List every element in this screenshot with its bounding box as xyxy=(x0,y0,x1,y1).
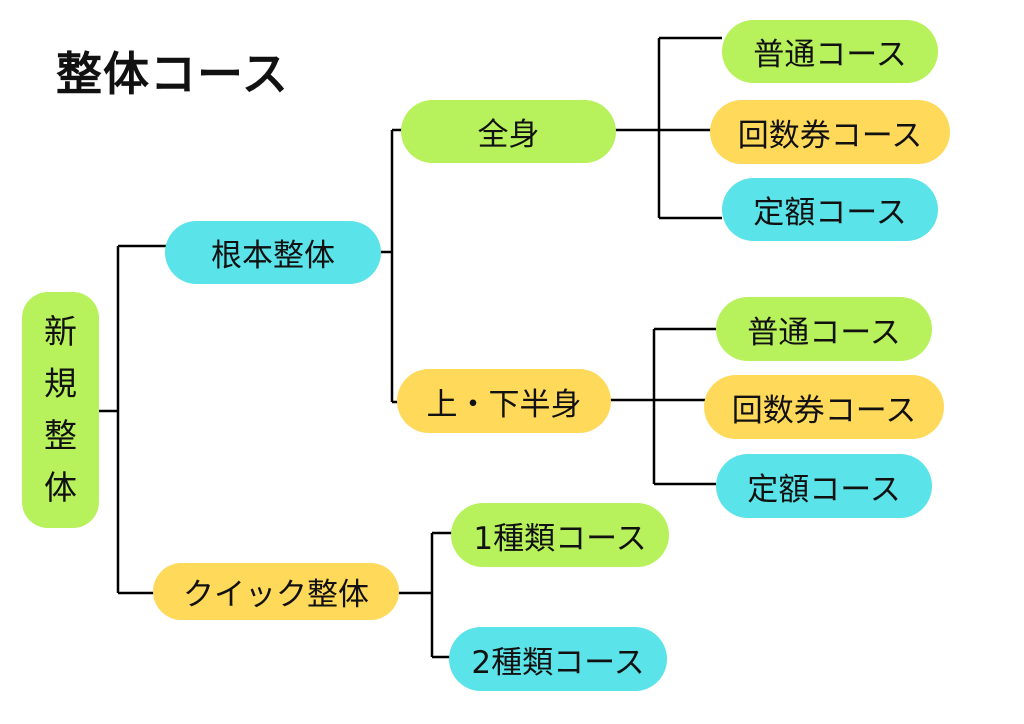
page-title: 整体コース xyxy=(56,47,289,101)
node-quick-seitai: クイック整体 xyxy=(153,563,399,620)
root-char: 整 xyxy=(44,416,77,455)
node-zenshin: 全身 xyxy=(401,100,616,163)
course-zenshin-kaisuken: 回数券コース xyxy=(710,100,950,164)
root-char: 規 xyxy=(44,364,77,403)
course-zenshin-teigaku: 定額コース xyxy=(722,178,938,241)
node-joge-hanshin: 上・下半身 xyxy=(397,369,611,433)
node-konpon-seitai: 根本整体 xyxy=(165,221,381,284)
course-joge-kaisuken: 回数券コース xyxy=(704,375,944,439)
course-quick-1: 1種類コース xyxy=(451,503,669,567)
course-joge-futsu: 普通コース xyxy=(716,297,932,361)
root-char: 新 xyxy=(44,312,77,351)
course-joge-teigaku: 定額コース xyxy=(716,454,932,518)
course-zenshin-futsu: 普通コース xyxy=(722,20,938,83)
course-quick-2: 2種類コース xyxy=(449,627,667,691)
root-node-new-seitai: 新 規 整 体 xyxy=(22,292,99,528)
root-char: 体 xyxy=(44,468,77,507)
